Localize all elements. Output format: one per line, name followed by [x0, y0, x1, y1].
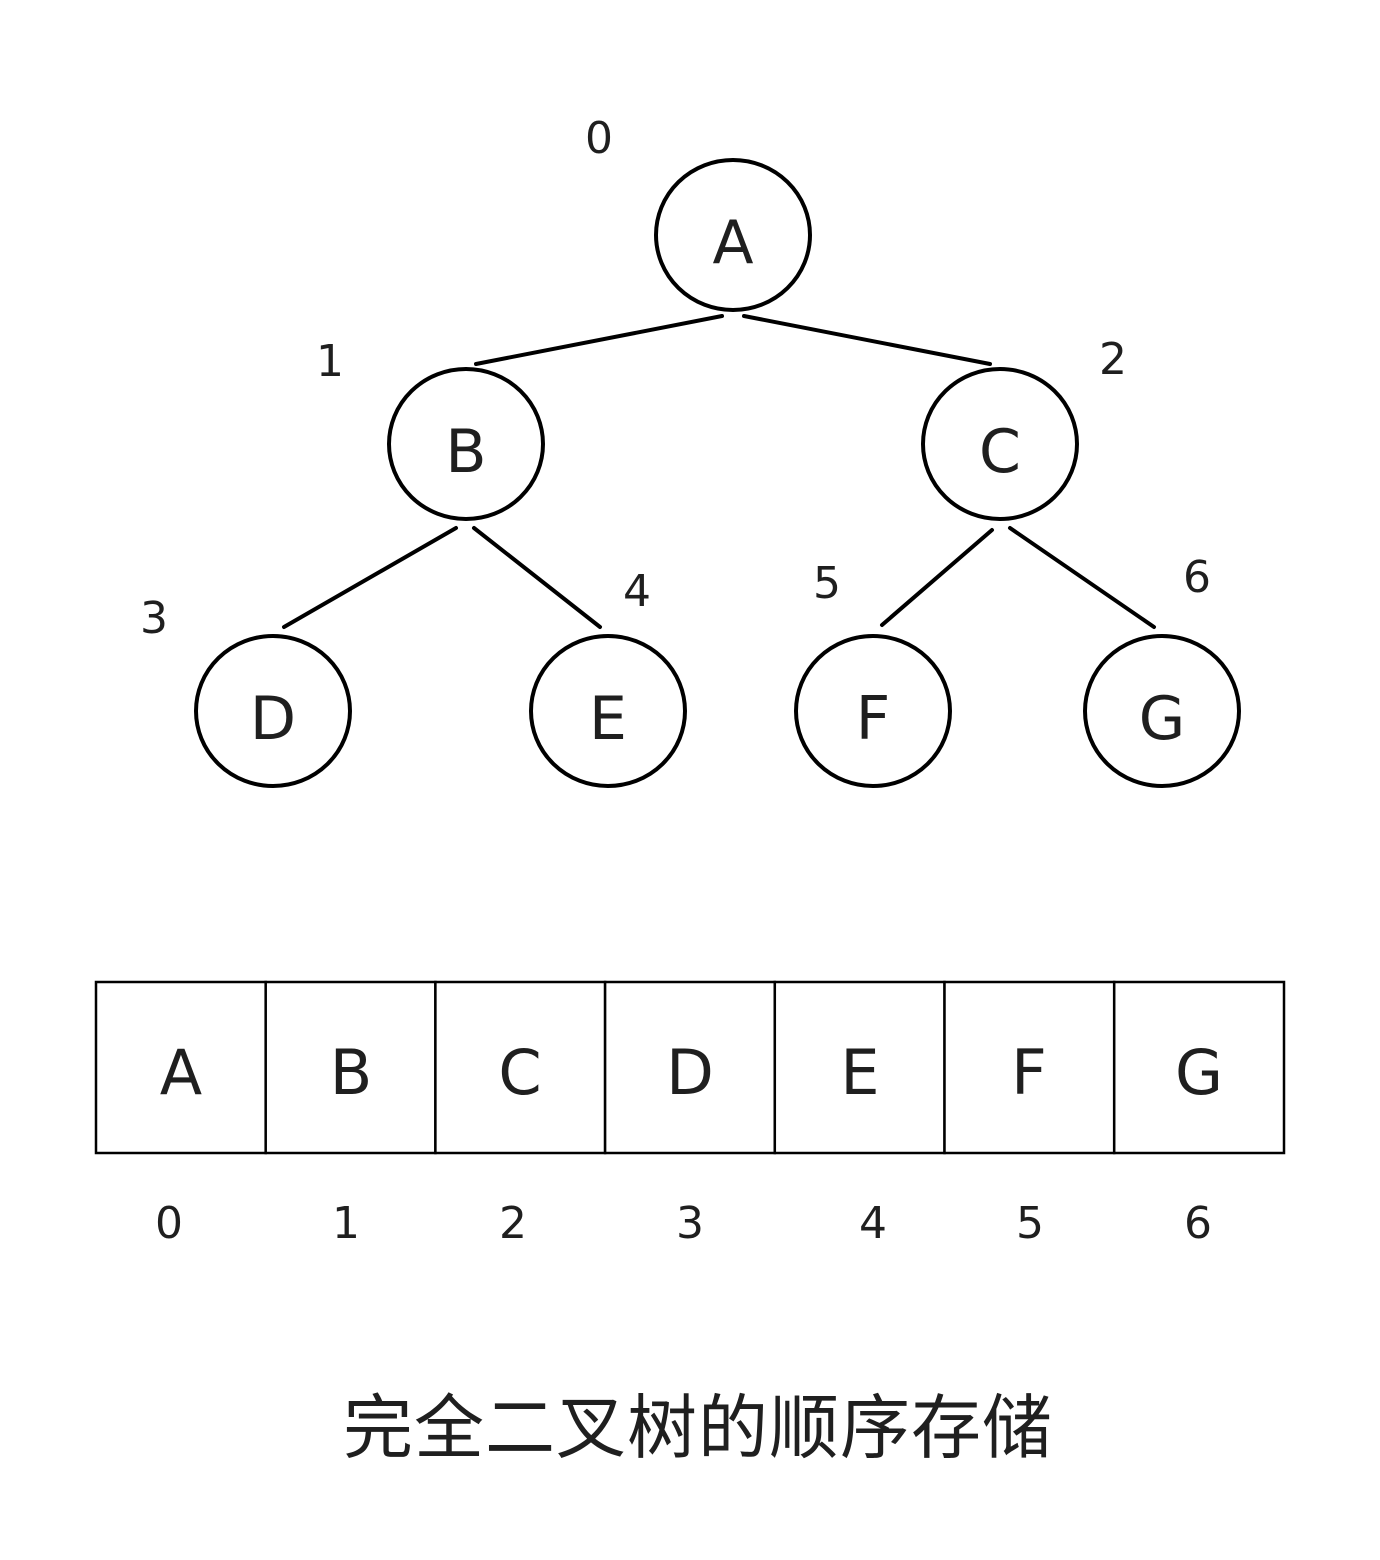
array-cell-box [264, 980, 437, 1155]
array-cell-box [773, 980, 946, 1155]
array-cell-1: B [264, 980, 437, 1155]
tree-node-d: D [194, 634, 352, 788]
array-index-5: 5 [1016, 1198, 1044, 1249]
array-cell-5: F [943, 980, 1116, 1155]
node-index-f: 5 [813, 558, 841, 609]
array-cell-6: G [1112, 980, 1286, 1155]
array-index-2: 2 [499, 1198, 527, 1249]
edge-c-g [1008, 526, 1156, 629]
array-cell-value: B [330, 1036, 373, 1109]
array-index-3: 3 [676, 1198, 704, 1249]
node-index-e: 4 [623, 566, 651, 617]
node-label: B [445, 417, 486, 487]
array-cell-2: C [434, 980, 607, 1155]
node-index-g: 6 [1183, 552, 1211, 603]
edge-b-e [472, 526, 602, 629]
diagram-caption: 完全二叉树的顺序存储 [343, 1387, 1053, 1469]
tree-node-c: C [921, 367, 1079, 521]
storage-array: A B C D E F G [94, 980, 1286, 1155]
node-circle [529, 634, 687, 788]
array-cell-box [943, 980, 1116, 1155]
array-cell-value: D [666, 1036, 714, 1109]
array-cell-4: E [773, 980, 946, 1155]
node-index-c: 2 [1099, 334, 1127, 385]
array-cell-box [1112, 980, 1286, 1155]
array-index-0: 0 [155, 1198, 183, 1249]
array-index-4: 4 [859, 1198, 887, 1249]
array-cell-value: E [840, 1036, 879, 1109]
tree-node-a: A [654, 158, 812, 312]
node-label: C [979, 417, 1021, 487]
node-label: G [1139, 684, 1186, 754]
array-indices: 0 1 2 3 4 5 6 [155, 1198, 1212, 1249]
tree-node-b: B [387, 367, 545, 521]
node-circle [387, 367, 545, 521]
array-cell-box [94, 980, 267, 1155]
node-index-a: 0 [585, 113, 613, 164]
array-cell-0: A [94, 980, 267, 1155]
node-index-b: 1 [316, 336, 344, 387]
node-circle [1083, 634, 1241, 788]
node-circle [194, 634, 352, 788]
edge-c-f [880, 528, 994, 627]
array-index-1: 1 [332, 1198, 360, 1249]
tree-node-e: E [529, 634, 687, 788]
array-cell-3: D [603, 980, 777, 1155]
node-label: E [589, 684, 627, 754]
array-cell-value: A [160, 1036, 202, 1109]
tree-node-f: F [794, 634, 952, 788]
node-circle [654, 158, 812, 312]
edge-b-d [282, 526, 458, 629]
node-index-d: 3 [140, 593, 168, 644]
array-cell-value: C [498, 1036, 541, 1109]
node-label: D [250, 684, 296, 754]
array-cell-value: F [1011, 1036, 1047, 1109]
edge-a-c [742, 314, 992, 366]
node-circle [794, 634, 952, 788]
array-index-6: 6 [1184, 1198, 1212, 1249]
tree-index-labels: 0 1 2 3 4 5 6 [140, 113, 1211, 644]
node-label: F [856, 684, 891, 754]
array-cell-value: G [1175, 1036, 1223, 1109]
array-cell-box [603, 980, 777, 1155]
node-circle [921, 367, 1079, 521]
node-label: A [712, 208, 753, 278]
edge-a-b [474, 314, 724, 366]
tree-node-g: G [1083, 634, 1241, 788]
tree-edges [282, 314, 1156, 629]
